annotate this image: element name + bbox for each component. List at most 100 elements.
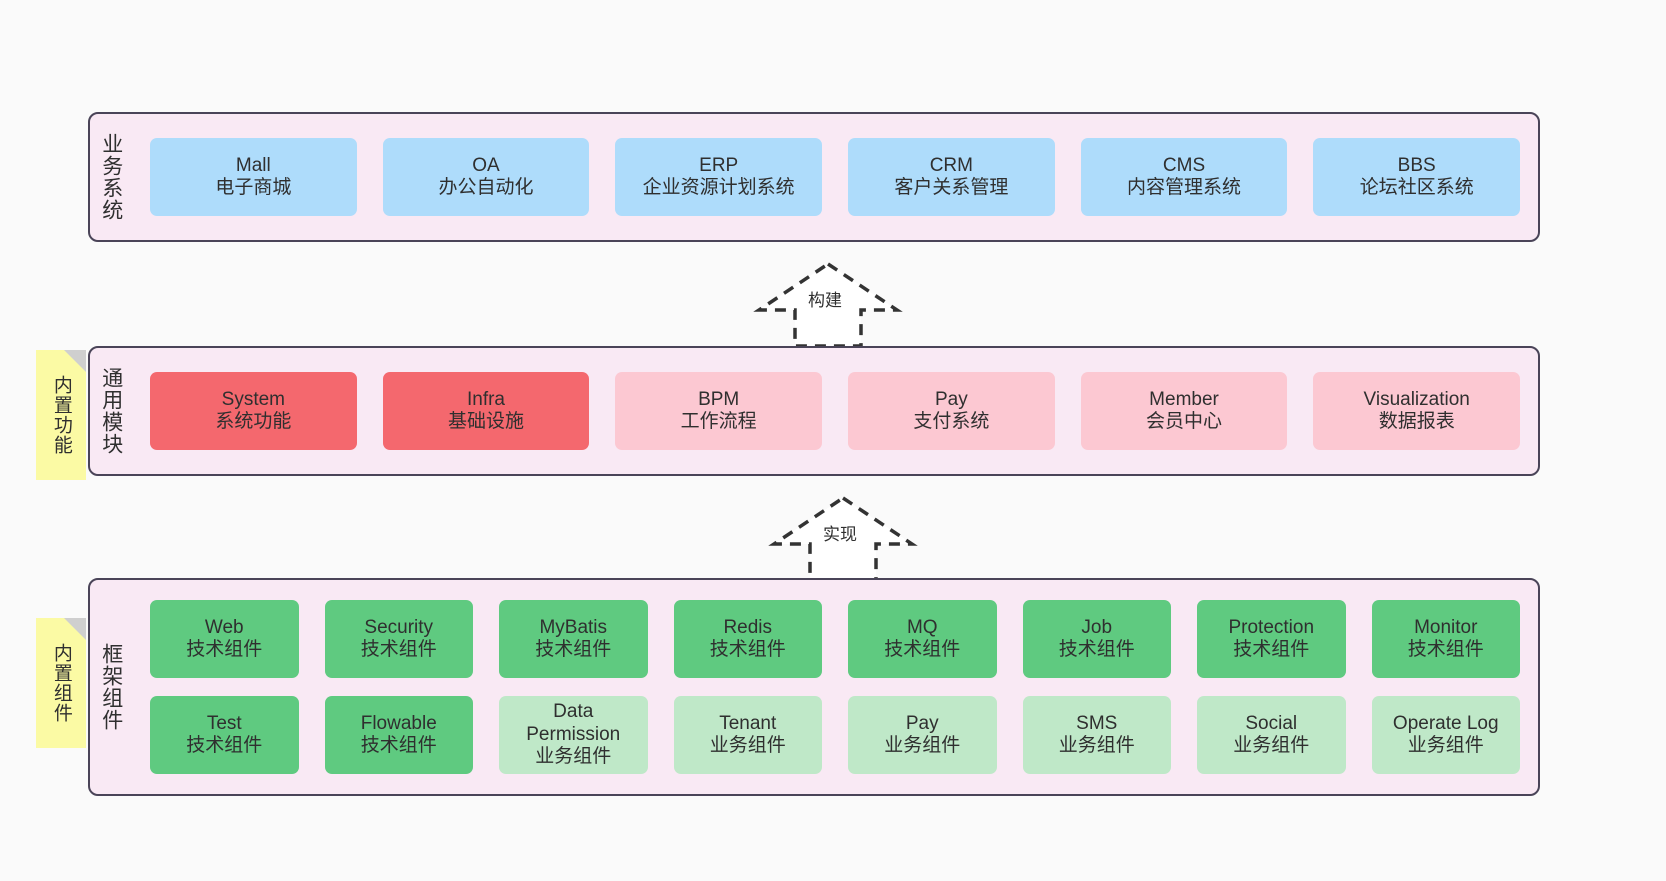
node-title: Job	[1081, 616, 1113, 638]
node-title: Web	[204, 616, 244, 638]
node-title: Security	[364, 616, 434, 638]
node-subtitle: 业务组件	[884, 735, 961, 756]
node-title: MQ	[906, 616, 938, 638]
node-subtitle: 支付系统	[913, 411, 990, 432]
implement-arrow-icon	[768, 495, 918, 582]
node-subtitle: 技术组件	[1058, 639, 1135, 660]
node-subtitle: 业务组件	[709, 735, 786, 756]
node-title: Protection	[1228, 616, 1315, 638]
node-title: Data Permission	[526, 701, 621, 745]
node-subtitle: 业务组件	[1233, 735, 1310, 756]
node-subtitle: 客户关系管理	[894, 177, 1009, 198]
node-subtitle: 技术组件	[709, 639, 786, 660]
node-title: Pay	[934, 388, 968, 410]
node-title: Test	[206, 712, 242, 734]
node-title: BPM	[698, 388, 740, 410]
node-subtitle: 办公自动化	[438, 177, 534, 198]
build-arrow-icon	[753, 261, 903, 348]
node-subtitle: 技术组件	[360, 639, 437, 660]
node-subtitle: 技术组件	[186, 639, 263, 660]
note-builtin-features: 内置功能	[36, 350, 86, 480]
connector-build: 构建	[753, 258, 903, 350]
node-title: Member	[1149, 388, 1219, 410]
node-title: Flowable	[360, 712, 437, 734]
node-title: Pay	[905, 712, 939, 734]
node-title: Social	[1245, 712, 1298, 734]
node-subtitle: 业务组件	[1407, 735, 1484, 756]
node-subtitle: 系统功能	[215, 411, 292, 432]
note-builtin-components: 内置组件	[36, 618, 86, 748]
node-title: Monitor	[1414, 616, 1478, 638]
node-title: CMS	[1162, 154, 1206, 176]
node-subtitle: 业务组件	[535, 746, 612, 768]
node-subtitle: 内容管理系统	[1127, 177, 1242, 198]
node-title: Mall	[235, 154, 271, 176]
layer-module-label: 通用模块	[99, 367, 123, 455]
node-subtitle: 会员中心	[1146, 411, 1223, 432]
node-subtitle: 数据报表	[1378, 411, 1455, 432]
node-subtitle: 技术组件	[360, 735, 437, 756]
layer-business-label: 业务系统	[99, 133, 123, 221]
layer-framework-label: 框架组件	[99, 643, 123, 731]
node-subtitle: 工作流程	[680, 411, 757, 432]
node-title: Redis	[723, 616, 773, 638]
node-subtitle: 业务组件	[1058, 735, 1135, 756]
node-subtitle: 论坛社区系统	[1359, 177, 1474, 198]
node-title: MyBatis	[539, 616, 608, 638]
node-title: ERP	[699, 154, 739, 176]
node-title: BBS	[1397, 154, 1436, 176]
node-subtitle: 技术组件	[186, 735, 263, 756]
connector-implement-label: 实现	[823, 525, 857, 544]
connector-implement: 实现	[768, 492, 918, 584]
node-title: SMS	[1076, 712, 1118, 734]
note-builtin-features-text: 内置功能	[50, 375, 72, 455]
node-title: CRM	[929, 154, 973, 176]
node-title: System	[221, 388, 286, 410]
node-title: Operate Log	[1392, 712, 1499, 734]
node-title: Visualization	[1363, 388, 1470, 410]
node-title: Tenant	[719, 712, 777, 734]
node-subtitle: 技术组件	[884, 639, 961, 660]
node-subtitle: 企业资源计划系统	[642, 177, 795, 198]
node-subtitle: 技术组件	[535, 639, 612, 660]
node-title: Infra	[466, 388, 506, 410]
